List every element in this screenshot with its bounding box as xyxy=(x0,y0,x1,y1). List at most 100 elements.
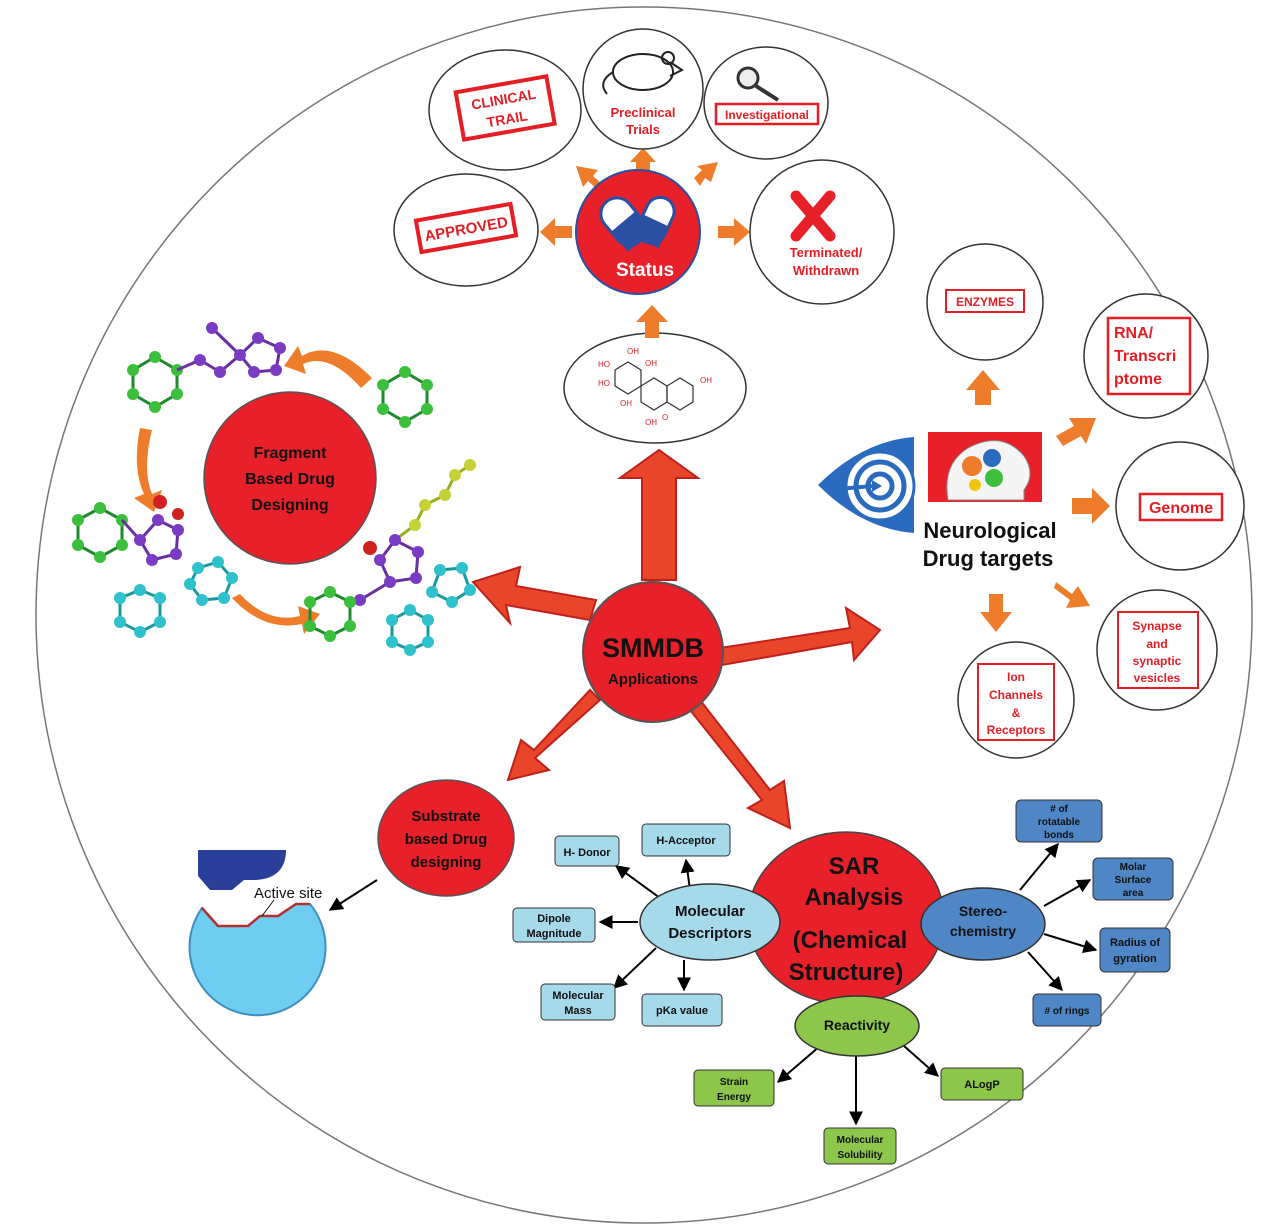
dipole-label: Magnitude xyxy=(527,928,582,940)
gyration-label: gyration xyxy=(1113,953,1157,965)
target-eye-icon xyxy=(818,437,916,533)
substrate-title-line: Substrate xyxy=(411,808,480,825)
surface-label: area xyxy=(1123,888,1144,899)
sar-connectors xyxy=(598,842,1098,1126)
synapse-node: Synapse and synaptic vesicles xyxy=(1096,589,1218,711)
oh-label: OH xyxy=(645,418,657,427)
fragment-node: Fragment Based Drug Designing xyxy=(203,391,377,565)
rotatable-label: bonds xyxy=(1044,830,1074,841)
stereo-label: Stereo- xyxy=(959,903,1008,919)
ho-label: HO xyxy=(598,379,610,388)
center-arrows xyxy=(471,448,882,830)
genome-label: Genome xyxy=(1149,500,1213,517)
ho-label: HO xyxy=(598,360,610,369)
substrate-node: Substrate based Drug designing xyxy=(377,779,515,897)
ion-label: & xyxy=(1012,706,1021,720)
sar-title-line: Analysis xyxy=(805,884,904,911)
oh-label: OH xyxy=(645,359,657,368)
sar-node: SAR Analysis (Chemical Structure) xyxy=(747,831,945,1005)
surface-label: Molar xyxy=(1120,862,1147,873)
dipole-label: Dipole xyxy=(537,913,571,925)
investigational-node: Investigational xyxy=(703,46,829,160)
preclinical-label: Trials xyxy=(626,122,660,137)
fragment-cycle-arrows xyxy=(134,346,372,634)
active-site-pointer xyxy=(261,899,275,917)
h-donor-label: H- Donor xyxy=(563,847,611,859)
gyration-label: Radius of xyxy=(1110,937,1160,949)
rotatable-label: rotatable xyxy=(1038,817,1081,828)
withdrawn-label: Withdrawn xyxy=(793,263,859,278)
molecule-top-left xyxy=(127,322,286,413)
molecule-right-middle xyxy=(304,459,476,656)
targets-arrows xyxy=(966,370,1110,632)
substrate-title-line: designing xyxy=(411,854,482,871)
enzyme-active-site-icon xyxy=(188,850,327,1017)
oh-label: OH xyxy=(620,399,632,408)
ion-label: Channels xyxy=(989,688,1043,702)
ion-channels-node: Ion Channels & Receptors xyxy=(957,641,1075,759)
stereo-boxes: # of rotatable bonds Molar Surface area … xyxy=(1015,799,1174,1027)
o-label: O xyxy=(662,413,668,422)
synapse-label: synaptic xyxy=(1133,654,1182,668)
magnifier-icon xyxy=(736,66,780,102)
approved-node: APPROVED xyxy=(393,173,539,287)
center-title: SMMDB xyxy=(602,633,704,663)
synapse-label: Synapse xyxy=(1132,619,1182,633)
descriptors-label: Molecular xyxy=(675,903,745,920)
molecule-left-middle xyxy=(72,495,238,638)
mass-label: Molecular xyxy=(552,990,604,1002)
solubility-label: Molecular xyxy=(837,1135,884,1146)
fragment-title-line: Fragment xyxy=(254,445,328,462)
reactivity-boxes: Strain Energy Molecular Solubility ALogP xyxy=(693,1067,1024,1165)
capsule-pills-icon xyxy=(599,195,676,252)
center-node: SMMDB Applications xyxy=(582,581,724,723)
synapse-label: vesicles xyxy=(1134,671,1181,685)
flavonoid-structure-icon xyxy=(614,361,694,411)
preclinical-node: Preclinical Trials xyxy=(582,28,704,150)
terminated-node: Terminated/ Withdrawn xyxy=(749,159,895,305)
strain-label: Strain xyxy=(720,1077,748,1088)
clinical-trail-node: CLINICAL TRAIL xyxy=(428,49,582,171)
head-gears-icon xyxy=(928,432,1042,502)
sar-title-line: SAR xyxy=(829,853,880,880)
status-node: Status xyxy=(575,169,701,295)
mass-label: Mass xyxy=(564,1005,592,1017)
rings-label: # of rings xyxy=(1044,1006,1089,1017)
alogp-label: ALogP xyxy=(964,1079,999,1091)
fragment-title-line: Designing xyxy=(251,497,328,514)
surface-label: Surface xyxy=(1115,875,1152,886)
descriptor-boxes: H- Donor H-Acceptor Dipole Magnitude Mol… xyxy=(512,823,731,1027)
enzymes-label: ENZYMES xyxy=(956,295,1014,309)
preclinical-label: Preclinical xyxy=(610,105,675,120)
rotatable-label: # of xyxy=(1050,804,1068,815)
cross-icon xyxy=(790,190,836,242)
trail-label: TRAIL xyxy=(485,107,529,130)
stereo-label: chemistry xyxy=(950,923,1016,939)
sar-title-line: Structure) xyxy=(789,959,904,986)
center-subtitle: Applications xyxy=(608,671,698,688)
terminated-label: Terminated/ xyxy=(790,245,863,260)
stereochemistry-node: Stereo- chemistry xyxy=(920,887,1046,961)
h-acceptor-label: H-Acceptor xyxy=(656,835,716,847)
substrate-arrow xyxy=(328,879,378,911)
fragment-title-line: Based Drug xyxy=(245,471,335,488)
outer-circle xyxy=(35,6,1253,1224)
investigational-label: Investigational xyxy=(725,108,809,122)
rna-label: RNA/ xyxy=(1114,325,1154,342)
ion-label: Ion xyxy=(1007,670,1025,684)
pka-label: pKa value xyxy=(656,1005,708,1017)
oh-label: OH xyxy=(700,376,712,385)
genome-node: Genome xyxy=(1115,441,1245,571)
targets-title-line: Drug targets xyxy=(923,546,1054,571)
substrate-title-line: based Drug xyxy=(405,831,488,848)
reactivity-node: Reactivity xyxy=(794,995,920,1057)
molecule-ring-top-right xyxy=(381,370,429,424)
descriptors-label: Descriptors xyxy=(668,925,751,942)
solubility-label: Solubility xyxy=(838,1150,883,1161)
oh-label: OH xyxy=(627,347,639,356)
reactivity-label: Reactivity xyxy=(824,1017,890,1033)
ion-label: Receptors xyxy=(987,723,1046,737)
active-site-label: Active site xyxy=(254,885,322,902)
molecular-descriptors-node: Molecular Descriptors xyxy=(639,883,781,961)
